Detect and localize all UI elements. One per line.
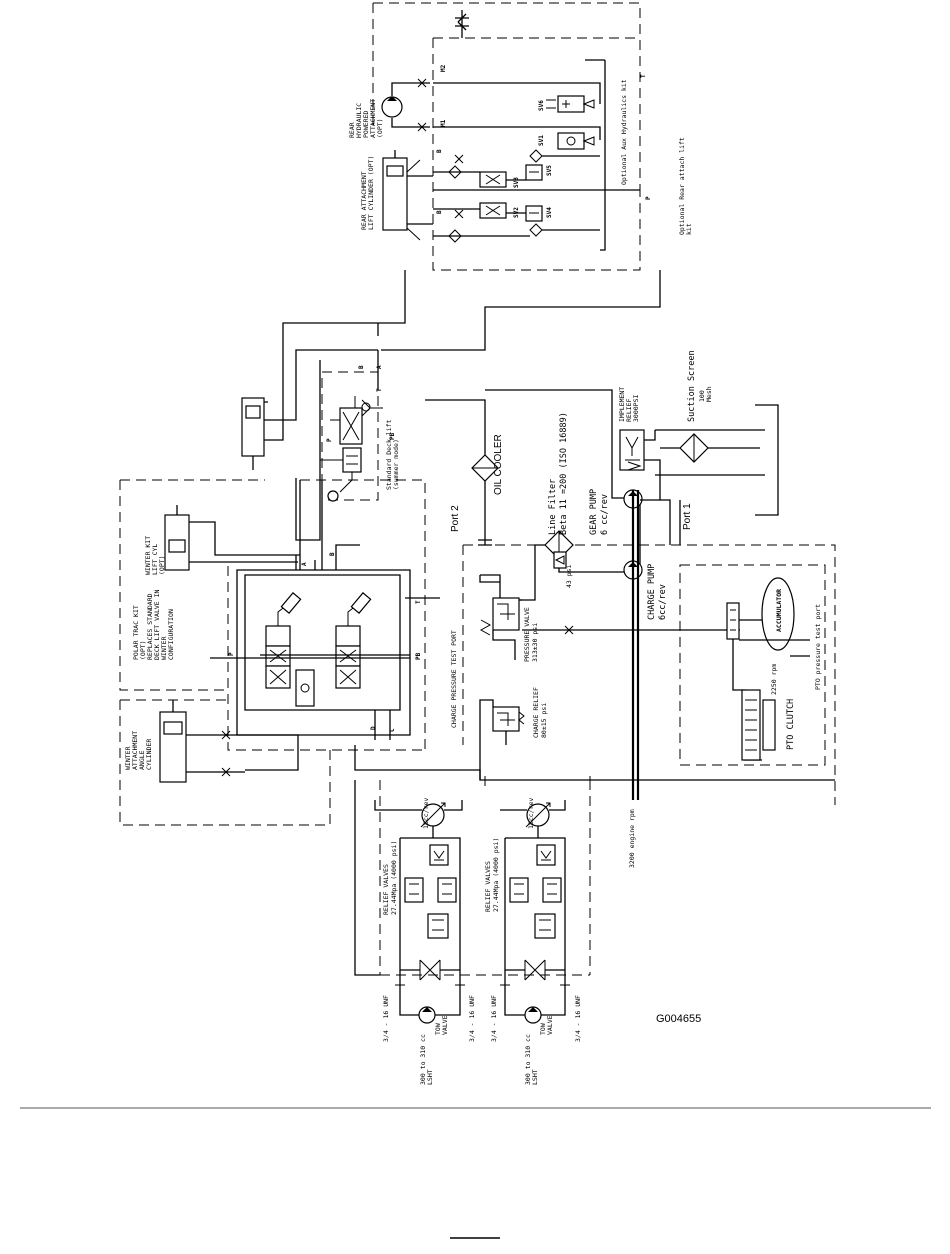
label-pump1: 18cc/rev	[422, 798, 430, 829]
label-motor-1: 300 to 310 cc LSHT	[419, 1030, 434, 1085]
label-port2: Port 2	[450, 505, 461, 532]
label-tow-valve-2: TOW VALVE	[539, 1015, 554, 1035]
port-m2: M2	[440, 64, 447, 72]
aux-hydraulics-kit	[372, 2, 641, 271]
label-charge-test-port: CHARGE PRESSURE TEST PORT	[450, 630, 458, 728]
center-circuit	[354, 404, 836, 805]
label-tow-valve-1: TOW VALVE	[434, 1015, 449, 1035]
label-unf-2: 3/4 - 16 UNF	[468, 995, 476, 1042]
label-pump2: 18cc/rev	[527, 798, 535, 829]
label-unf-3: 3/4 - 16 UNF	[490, 995, 498, 1042]
port-t-top: T	[640, 74, 647, 78]
polar-port-pb: PB	[415, 652, 422, 660]
label-opt-rear-kit: Optional Rear attach lift kit	[678, 133, 693, 235]
polar-port-a: A	[301, 562, 308, 566]
label-gear-pump: GEAR PUMP 6 cc/rev	[589, 484, 610, 535]
deck-lift-valve	[241, 270, 661, 541]
figure-id: G004655	[656, 1013, 701, 1025]
label-2250rpm: 2250 rpm	[770, 664, 778, 695]
label-implement-relief: IMPLEMENT RELIEF 3000PSI	[618, 383, 640, 422]
port-b1: B	[436, 149, 443, 153]
label-relief-valves-2: RELIEF VALVES 27.44Mpa (4000 psi)	[484, 838, 500, 912]
port-b-deck: B	[358, 365, 365, 369]
label-polar-trac: POLAR TRAC KIT (OPT) REPLACES STANDARD D…	[132, 586, 175, 660]
label-engine-rpm: 3200 engine rpm	[628, 809, 636, 868]
label-accumulator: ACCUMULATOR	[775, 589, 783, 632]
label-suction-mesh: 100 Mesh	[698, 386, 713, 402]
label-pto-test-port: PTO pressure test port	[814, 604, 822, 690]
polar-trac-kit	[119, 479, 440, 826]
label-opt-aux-kit: Optional Aux Hydraulics kit	[620, 79, 628, 185]
label-charge-relief: CHARGE RELIEF 80±15 psi	[532, 683, 548, 738]
polar-port-c: C	[389, 728, 396, 732]
label-deck-lift: Standard Deck lift (summer mode)	[385, 416, 400, 490]
port-a-deck: A	[376, 365, 383, 369]
label-unf-1: 3/4 - 16 UNF	[382, 995, 390, 1042]
label-pressure-valve: PRESSURE VALVE 313±30 psi	[523, 603, 539, 662]
label-charge-pump: CHARGE PUMP 6cc/rev	[647, 559, 668, 620]
port-p-deck: P	[326, 438, 333, 442]
label-43psi: 43 psi	[565, 564, 573, 588]
label-winter-angle-cyl: WINTER ATTACHMENT ANGLE CYLINDER	[124, 727, 153, 770]
label-sv2: SV2	[513, 207, 520, 218]
port-t-deck: T	[376, 388, 383, 392]
polar-port-b: B	[329, 552, 336, 556]
label-oil-cooler: OIL COOLER	[493, 434, 504, 495]
polar-port-t: T	[415, 600, 422, 604]
port-p-top: P	[645, 196, 652, 200]
polar-port-d: D	[370, 726, 377, 730]
label-winter-kit-cyl: WINTER KIT LIFT CYL (OPT)	[144, 532, 166, 575]
port-m1: M1	[440, 119, 447, 127]
label-rear-attach-cyl: REAR ATTACHMENT LIFT CYLINDER (OPT)	[360, 156, 375, 230]
label-motor-2: 300 to 310 cc LSHT	[524, 1030, 539, 1085]
label-line-filter: Line Filter Beta 11 =200 (ISO 16889)	[548, 412, 569, 535]
label-sv5: SV5	[546, 165, 553, 176]
label-suction-screen: Suction Screen	[687, 350, 697, 422]
label-sv1: SV1	[538, 135, 545, 146]
label-port1: Port 1	[682, 503, 693, 530]
label-rear-motor: REAR HYDRAULIC POWERED ATTACHMENT (OPT)	[348, 95, 384, 138]
port-b2: B	[436, 210, 443, 214]
traction-drive	[354, 780, 591, 1024]
label-sv6: SV6	[538, 100, 545, 111]
label-sv3: SV3	[513, 177, 520, 188]
label-relief-valves-1: RELIEF VALVES 27.44Mpa (4000 psi)	[382, 841, 398, 915]
label-sv4: SV4	[546, 207, 553, 218]
polar-port-p: P	[228, 652, 235, 656]
port-pb-deck: PB	[389, 432, 396, 440]
label-pto-clutch: PTO CLUTCH	[786, 699, 796, 750]
label-unf-4: 3/4 - 16 UNF	[574, 995, 582, 1042]
